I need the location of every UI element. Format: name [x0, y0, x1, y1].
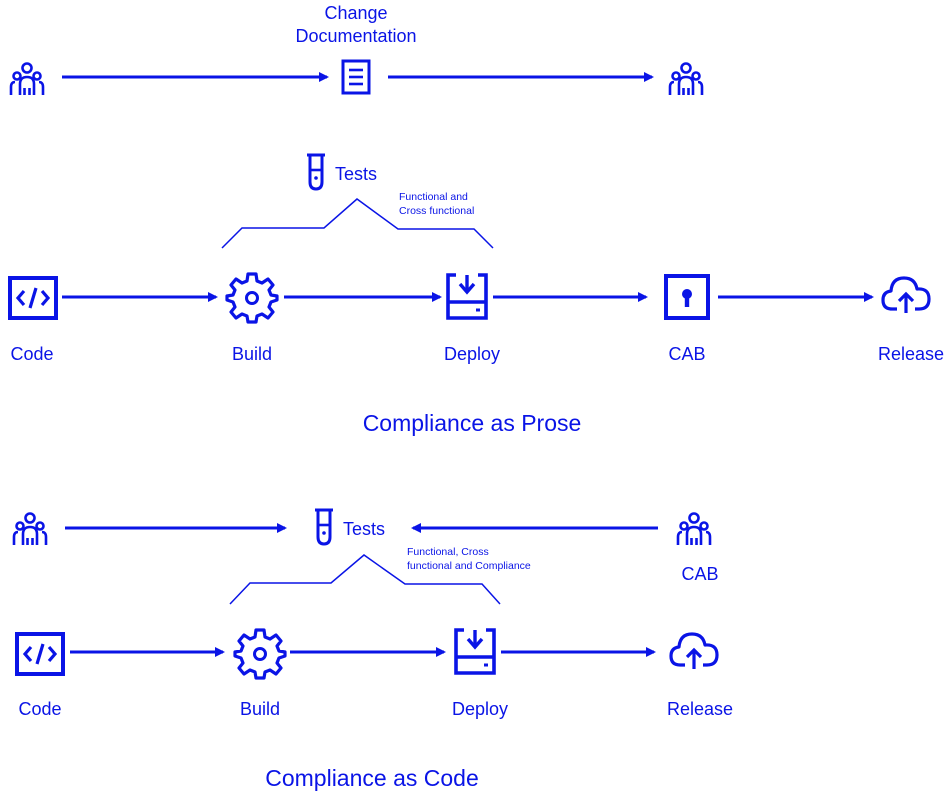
people-icon [676, 512, 712, 547]
test-tube-icon [305, 153, 327, 191]
brace [229, 554, 501, 605]
prose-section: Change Documentation Tests Functional an… [8, 3, 944, 436]
cloud-upload-icon [669, 632, 719, 671]
step-deploy-label: Deploy [452, 699, 508, 719]
step-build-label: Build [232, 344, 272, 364]
prose-title: Compliance as Prose [363, 410, 582, 436]
step-deploy-label: Deploy [444, 344, 500, 364]
deploy-icon [446, 273, 488, 320]
tests-note-2: Cross functional [399, 205, 474, 217]
gear-icon [233, 628, 287, 680]
code-title: Compliance as Code [265, 765, 479, 791]
change-doc-label-1: Change [324, 3, 387, 23]
code-section: Tests CAB Functional, Cross functional a… [12, 508, 733, 791]
step-cab-label: CAB [668, 344, 705, 364]
step-code-label: Code [18, 699, 61, 719]
gear-icon [225, 272, 279, 324]
people-icon [12, 512, 48, 547]
tests-note-1: Functional, Cross [407, 546, 489, 558]
cloud-upload-icon [881, 276, 931, 315]
step-release-label: Release [667, 699, 733, 719]
step-release-label: Release [878, 344, 944, 364]
people-icon [9, 62, 45, 97]
document-icon [341, 59, 371, 95]
change-doc-label-2: Documentation [295, 26, 416, 46]
tests-label: Tests [335, 164, 377, 184]
test-tube-icon [313, 508, 335, 546]
tests-label: Tests [343, 519, 385, 539]
cab-label: CAB [681, 564, 718, 584]
step-build-label: Build [240, 699, 280, 719]
code-icon [8, 276, 58, 320]
tests-note-1: Functional and [399, 191, 468, 203]
people-icon [668, 62, 704, 97]
deploy-icon [454, 628, 496, 675]
tests-note-2: functional and Compliance [407, 560, 531, 572]
step-code-label: Code [10, 344, 53, 364]
brace [221, 198, 494, 249]
code-icon [15, 632, 65, 676]
keyhole-icon [664, 274, 710, 320]
